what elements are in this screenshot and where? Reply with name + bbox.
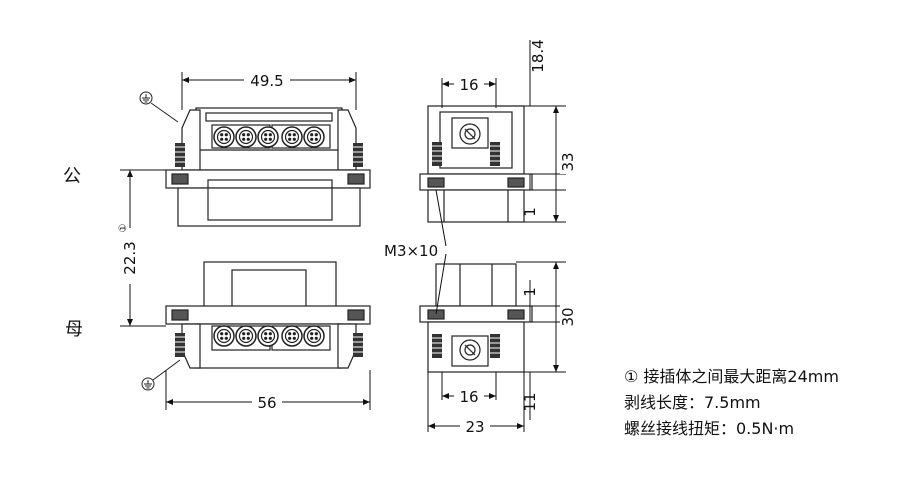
note-distance: ① 接插体之间最大距离24mm	[624, 367, 839, 386]
ground-symbol-icon	[141, 359, 181, 391]
dim-top-height: 33	[559, 152, 577, 171]
notes-block: ① 接插体之间最大距离24mm 剥线长度：7.5mm 螺丝接线扭矩：0.5N·m	[624, 364, 839, 442]
side-view-bottom	[419, 263, 533, 373]
male-front-view	[165, 107, 371, 227]
dim-left-vertical: 22.3	[121, 241, 139, 274]
dim-left-vertical-mark: ①	[118, 224, 129, 233]
dim-top-small-width: 16	[459, 76, 478, 94]
dim-bottom-base: 11	[521, 392, 539, 411]
label-female: 母	[65, 319, 83, 340]
dim-bottom-flange: 1	[521, 287, 539, 297]
dim-bottom-small-width: 16	[459, 388, 478, 406]
dim-top-width: 49.5	[250, 72, 283, 90]
dim-bottom-width: 56	[257, 394, 276, 412]
side-view-top	[419, 105, 533, 223]
dim-bottom-height: 30	[559, 307, 577, 326]
dim-screw: M3×10	[384, 242, 438, 260]
ground-symbol-icon	[139, 91, 179, 123]
note-strip-length: 剥线长度：7.5mm	[624, 393, 761, 412]
dim-overall-width: 23	[465, 418, 484, 436]
note-screw-torque: 螺丝接线扭矩：0.5N·m	[624, 419, 795, 438]
dim-top-overhang: 18.4	[529, 39, 547, 72]
label-male: 公	[63, 166, 81, 187]
right-dimension-lines	[427, 40, 566, 432]
female-front-view	[165, 261, 371, 369]
dim-top-flange: 1	[521, 207, 539, 217]
